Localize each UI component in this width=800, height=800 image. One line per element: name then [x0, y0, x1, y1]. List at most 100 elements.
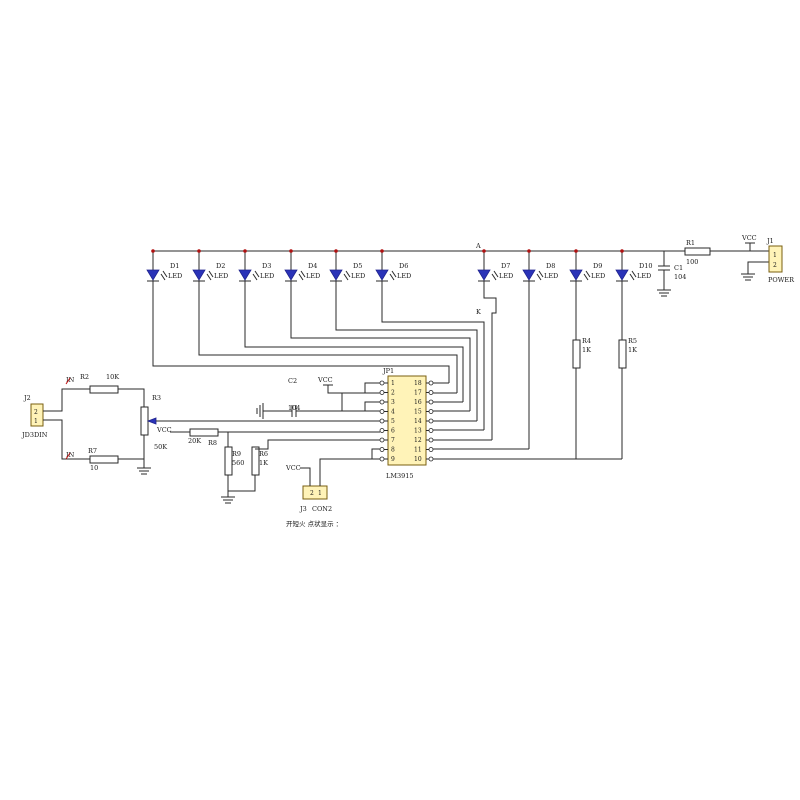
r8-value: 20K: [188, 437, 201, 445]
r9-value: 560: [232, 459, 244, 467]
chip-right-pin-10: 10: [414, 456, 434, 463]
capacitor-c2: C2 104: [263, 377, 380, 417]
pot-vcc-label: VCC: [156, 426, 172, 434]
chip-ref: JP1: [382, 367, 394, 375]
j2-net-top: IN: [66, 376, 75, 384]
resistor-r2: R2 10K: [80, 373, 119, 394]
j2-pin-2: 2: [34, 409, 38, 416]
led-ref: D2: [216, 262, 225, 270]
led-label: LED: [637, 272, 651, 280]
potentiometer-r3: R3 50K: [140, 394, 380, 451]
junction-dot: [527, 249, 531, 253]
r3-wiper-arrow: [146, 417, 157, 425]
wire-j3-vcc: [300, 467, 311, 486]
pin-number: 3: [391, 399, 395, 406]
led-symbol: [146, 269, 160, 281]
led-symbol: [522, 269, 536, 281]
led-label: LED: [260, 272, 274, 280]
pin-number: 14: [414, 418, 422, 425]
led-label: LED: [397, 272, 411, 280]
j3-pin-1: 1: [318, 490, 322, 497]
chip-left-pin-1: 1: [379, 380, 395, 387]
junction-dot: [197, 249, 201, 253]
connector-j2: 2 1 J2 JD3DIN: [21, 394, 48, 439]
led-symbol: [329, 269, 343, 281]
led-symbol: [615, 269, 629, 281]
r4-value: 1K: [582, 346, 591, 354]
pin-number: 18: [414, 380, 422, 387]
pin-number: 12: [414, 437, 422, 444]
led-ref: D4: [308, 262, 317, 270]
resistor-r8: 20K R8: [188, 428, 219, 447]
wire-j3-pin9: [319, 458, 380, 486]
led-symbol: [284, 269, 298, 281]
r1-ref: R1: [686, 239, 695, 247]
pin-number: 15: [414, 409, 422, 416]
chip-vcc: VCC: [317, 376, 380, 411]
j1-ref: J1: [766, 237, 774, 245]
net-flag-bottom: [65, 452, 71, 460]
connector-j1: 1 2 J1 POWER: [766, 237, 795, 284]
j1-pin-2: 2: [773, 262, 777, 269]
led-ref: D3: [262, 262, 271, 270]
chip-right-pin-17: 17: [414, 390, 434, 397]
j2-net-bottom: IN: [66, 451, 75, 459]
led-ref: D5: [353, 262, 362, 270]
resistor-r7: R7 10: [88, 447, 119, 472]
junction-dot: [243, 249, 247, 253]
led-row: D1LEDD2LEDD3LEDD4LEDD5LEDD6LEDD7LEDD8LED…: [146, 249, 652, 282]
led-label: LED: [351, 272, 365, 280]
j3-ref: J3: [299, 505, 307, 513]
r3-ground: [137, 459, 151, 475]
pin-number: 8: [391, 447, 395, 454]
led-symbol: [238, 269, 252, 281]
pin-number: 9: [391, 456, 395, 463]
j3-name: CON2: [312, 505, 332, 513]
vcc-power-label: VCC: [741, 234, 757, 242]
r5-value: 1K: [628, 346, 637, 354]
resistor-r1: R1 100: [684, 239, 711, 266]
led-ref: D9: [593, 262, 602, 270]
vcc-power-symbol: VCC: [741, 234, 757, 251]
led-label: LED: [168, 272, 182, 280]
r9-ground: [221, 491, 235, 504]
r3-ref: R3: [152, 394, 161, 402]
chip-left-pin-5: 5: [379, 418, 395, 425]
j1-pin-1: 1: [773, 252, 777, 259]
led-label: LED: [591, 272, 605, 280]
c1-value: 104: [674, 273, 686, 281]
pin-number: 16: [414, 399, 422, 406]
led-label: LED: [306, 272, 320, 280]
r5-ref: R5: [628, 337, 637, 345]
j2-name: JD3DIN: [21, 431, 48, 439]
chip-right-pin-14: 14: [414, 418, 434, 425]
r2-value: 10K: [106, 373, 119, 381]
r3-value: 50K: [154, 443, 167, 451]
led-symbol: [192, 269, 206, 281]
chip-name: LM3915: [386, 472, 414, 480]
r4-ref: R4: [582, 337, 591, 345]
wire-pin3: [364, 401, 380, 411]
pin-number: 6: [391, 428, 395, 435]
net-flag-top: [65, 377, 71, 385]
chip-right-pin-18: 18: [414, 380, 434, 387]
pin-number: 13: [414, 428, 422, 435]
pin-number: 1: [391, 380, 395, 387]
led-symbol: [375, 269, 389, 281]
wire-j2-top: [43, 388, 90, 412]
led-return-wires: [152, 282, 623, 460]
junction-dot: [289, 249, 293, 253]
j1-name: POWER: [768, 276, 795, 284]
junction-dot: [574, 249, 578, 253]
